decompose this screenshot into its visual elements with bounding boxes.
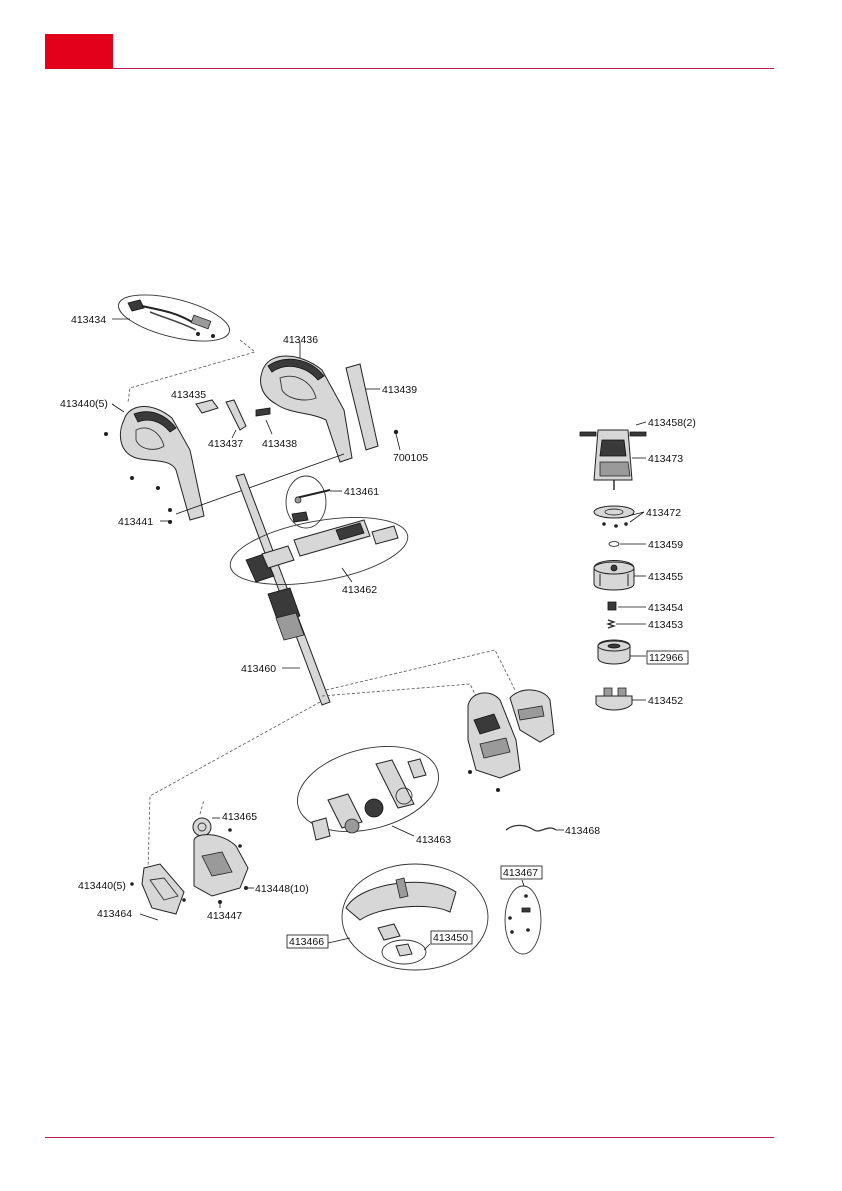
callout-413436: 413436 bbox=[283, 334, 318, 346]
assembly-leader-dashed bbox=[127, 339, 256, 403]
part-413435-switch bbox=[195, 399, 219, 414]
part-413452-spool-cover bbox=[595, 687, 646, 711]
part-motor-housing-cover bbox=[509, 689, 555, 743]
part-413465-motor-housing bbox=[192, 817, 249, 897]
part-112966-spool bbox=[597, 639, 646, 665]
callout-413460: 413460 bbox=[241, 663, 276, 675]
part-413468-wire bbox=[505, 824, 564, 832]
callout-413463: 413463 bbox=[416, 834, 451, 846]
header-accent-tab bbox=[45, 34, 113, 69]
callout-413441: 413441 bbox=[118, 516, 153, 528]
part-700105-screw bbox=[393, 429, 401, 451]
callout-413448: 413448(10) bbox=[255, 883, 309, 895]
part-413440-left-handle-shell bbox=[104, 403, 205, 524]
callout-413435: 413435 bbox=[171, 389, 206, 401]
part-413447-screw bbox=[218, 900, 222, 908]
callout-413464: 413464 bbox=[97, 908, 132, 920]
callout-112966: 112966 bbox=[649, 652, 683, 664]
part-413467-line-cutter bbox=[504, 879, 542, 955]
part-413458-brushes bbox=[579, 421, 647, 437]
part-413448-screws bbox=[244, 886, 254, 890]
boxed-callout-frame-413450 bbox=[430, 930, 473, 945]
part-413434-power-cord bbox=[112, 294, 230, 342]
callout-413466: 413466 bbox=[289, 936, 324, 948]
part-413472-base-plate bbox=[593, 505, 645, 528]
callout-413465: 413465 bbox=[222, 811, 257, 823]
footer-rule bbox=[45, 1137, 774, 1138]
part-413439-handle-cover bbox=[345, 363, 380, 451]
callout-413440-top: 413440(5) bbox=[60, 398, 108, 410]
callout-413461: 413461 bbox=[344, 486, 379, 498]
callout-413453: 413453 bbox=[648, 619, 683, 631]
part-413436-right-handle-shell bbox=[260, 342, 353, 463]
callout-413455: 413455 bbox=[648, 571, 683, 583]
part-413438-spring bbox=[255, 407, 273, 435]
part-413454-eyelet bbox=[607, 601, 646, 611]
assembly-leader-dashed-4 bbox=[321, 683, 479, 701]
callout-413467: 413467 bbox=[503, 867, 538, 879]
callout-413434: 413434 bbox=[71, 314, 106, 326]
callout-413458: 413458(2) bbox=[648, 417, 696, 429]
boxed-callout-frame-112966 bbox=[646, 650, 689, 665]
callout-413437: 413437 bbox=[208, 438, 243, 450]
callout-413440-bottom: 413440(5) bbox=[78, 880, 126, 892]
boxed-callout-frame-413466 bbox=[286, 934, 329, 949]
callout-413473: 413473 bbox=[648, 453, 683, 465]
callout-413439: 413439 bbox=[382, 384, 417, 396]
callout-413438: 413438 bbox=[262, 438, 297, 450]
callout-413450: 413450 bbox=[433, 932, 468, 944]
callout-413447: 413447 bbox=[207, 910, 242, 922]
callout-413462: 413462 bbox=[342, 584, 377, 596]
callout-413472: 413472 bbox=[646, 507, 681, 519]
header-rule bbox=[113, 68, 774, 69]
part-413473-motor bbox=[593, 429, 646, 490]
callout-413468: 413468 bbox=[565, 825, 600, 837]
assembly-leader bbox=[175, 453, 345, 515]
part-motor-housing-right bbox=[467, 692, 521, 792]
assembly-leader-dashed-5 bbox=[199, 799, 205, 815]
part-413461-clamp bbox=[285, 475, 342, 529]
callout-413459: 413459 bbox=[648, 539, 683, 551]
part-413459-washer bbox=[608, 541, 646, 547]
part-413462-aux-handle bbox=[229, 517, 409, 585]
callout-413452: 413452 bbox=[648, 695, 683, 707]
part-413466-guard bbox=[327, 863, 489, 971]
part-413455-spool-housing bbox=[593, 560, 646, 591]
part-413460-shaft bbox=[235, 473, 331, 706]
part-413453-spring bbox=[606, 619, 646, 629]
part-413463-motor-parts bbox=[297, 746, 439, 841]
callout-413454: 413454 bbox=[648, 602, 683, 614]
part-413437-trigger bbox=[225, 399, 247, 439]
callout-700105: 700105 bbox=[393, 452, 428, 464]
part-413464-guard-cover bbox=[130, 863, 186, 921]
boxed-callout-frame-413467 bbox=[500, 865, 543, 880]
assembly-leader-dashed-3 bbox=[325, 649, 516, 691]
